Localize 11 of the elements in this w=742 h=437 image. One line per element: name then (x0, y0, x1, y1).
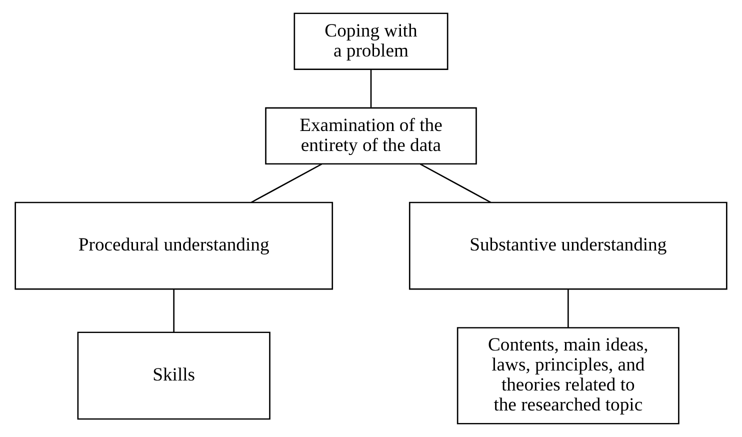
node-box: Contents, main ideas, laws, principles, and theories related to the researched topic (456, 327, 680, 424)
node-box: Skills (77, 332, 270, 420)
connector (173, 289, 175, 332)
node-box: Examination of the entirety of the data (265, 107, 477, 165)
connector (370, 70, 372, 108)
connector (250, 163, 322, 203)
node-box: Substantive understanding (408, 202, 728, 290)
node-box: Procedural understanding (14, 202, 334, 290)
connector (420, 163, 492, 203)
connector (567, 289, 569, 328)
node-box: Coping with a problem (294, 12, 448, 70)
